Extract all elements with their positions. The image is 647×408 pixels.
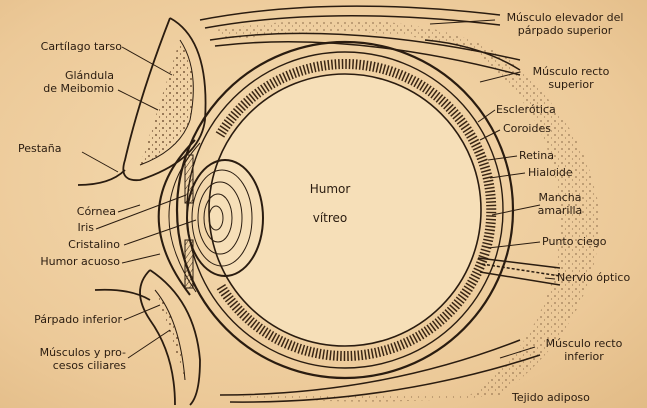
label-elevador-2: párpado superior bbox=[490, 25, 640, 37]
label-recto-sup-2: superior bbox=[512, 79, 630, 91]
label-musculos-ciliares-1: Músculos y pro- bbox=[4, 347, 126, 359]
label-mancha-1: Mancha bbox=[530, 192, 590, 204]
label-humor-acuoso: Humor acuoso bbox=[10, 256, 120, 268]
label-retina: Retina bbox=[519, 150, 554, 162]
label-cartilago-tarso: Cartílago tarso bbox=[10, 41, 122, 53]
label-nervio-optico: Nervio óptico bbox=[557, 272, 630, 284]
hyaloid bbox=[209, 74, 481, 346]
label-iris: Iris bbox=[10, 222, 94, 234]
label-punto-ciego: Punto ciego bbox=[542, 236, 607, 248]
label-musculos-ciliares-2: cesos ciliares bbox=[4, 360, 126, 372]
label-coroides: Coroides bbox=[503, 123, 551, 135]
label-parpado-inferior: Párpado inferior bbox=[6, 314, 122, 326]
label-cristalino: Cristalino bbox=[10, 239, 120, 251]
label-mancha-2: amarilla bbox=[530, 205, 590, 217]
label-recto-sup-1: Músculo recto bbox=[512, 66, 630, 78]
label-humor-vitreo-2: vítreo bbox=[300, 212, 360, 224]
label-pestana: Pestaña bbox=[18, 143, 62, 155]
label-recto-inf-1: Músculo recto bbox=[530, 338, 638, 350]
label-glandula-1: Glándula bbox=[10, 70, 114, 82]
label-cornea: Córnea bbox=[10, 206, 116, 218]
label-tejido-adiposo: Tejido adiposo bbox=[512, 392, 590, 404]
label-hialoide: Hialoide bbox=[528, 167, 573, 179]
lower-eyelid bbox=[95, 270, 200, 405]
label-esclerotica: Esclerótica bbox=[496, 104, 556, 116]
label-humor-vitreo-1: Humor bbox=[300, 183, 360, 195]
label-glandula-2: de Meibomio bbox=[10, 83, 114, 95]
label-recto-inf-2: inferior bbox=[530, 351, 638, 363]
label-elevador-1: Músculo elevador del bbox=[490, 12, 640, 24]
